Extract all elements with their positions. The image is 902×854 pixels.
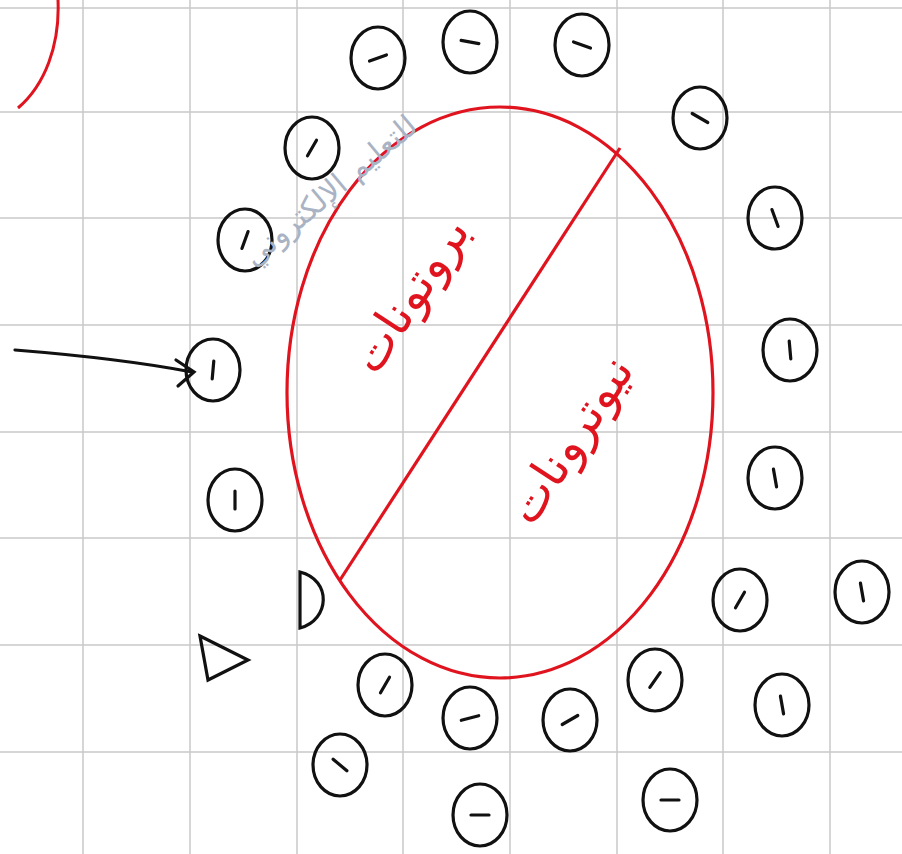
- particle-label: بروتونات: [338, 206, 481, 384]
- watermark: للتعليم الإلكتروني: [236, 107, 424, 272]
- electron-symbols: [186, 11, 889, 846]
- pointer-arrow: [15, 350, 194, 386]
- particle-label: نيوترونات: [494, 345, 645, 535]
- red-arc: [18, 0, 58, 108]
